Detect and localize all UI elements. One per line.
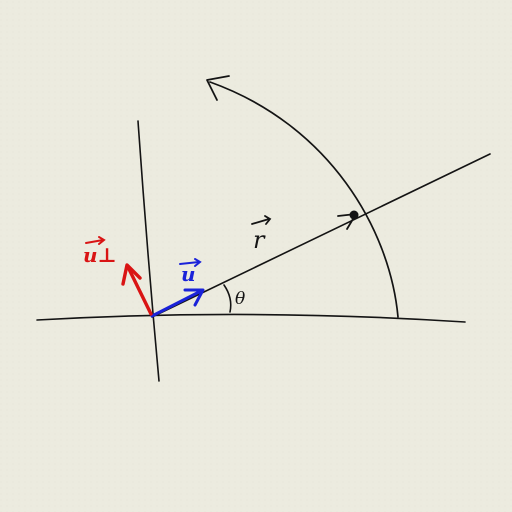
angle-arc: [223, 284, 232, 313]
u-label: u: [179, 258, 202, 286]
u-vector: [150, 289, 203, 318]
vertical-axis: [137, 120, 160, 382]
u-perp-label: u⊥: [83, 236, 117, 267]
horizontal-axis: [36, 313, 466, 323]
r-label-text: r: [253, 226, 266, 254]
point-marker: [349, 210, 359, 220]
r-label: r: [251, 215, 272, 254]
rotation-arc: [209, 81, 399, 318]
u-vector-arrowhead: [183, 288, 205, 307]
u-perp-label-text: u⊥: [83, 243, 117, 267]
u-label-text: u: [181, 262, 196, 286]
u-perp-vector: [126, 265, 153, 316]
u-perp-vector-arrowhead: [121, 263, 142, 286]
theta-label: θ: [235, 289, 245, 309]
rotation-arc-arrowhead: [206, 75, 230, 101]
radial-ray: [151, 153, 491, 318]
